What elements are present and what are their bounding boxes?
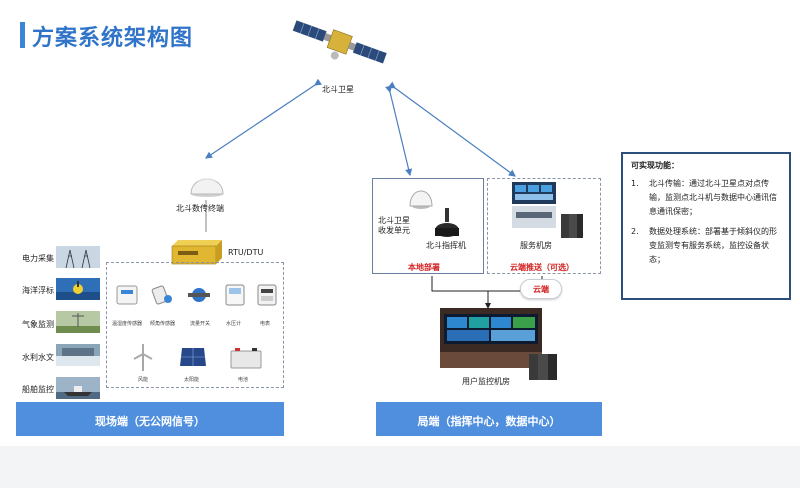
satellite-label: 北斗卫星: [322, 85, 354, 94]
tilt-sensor-icon: [151, 285, 172, 305]
transceiver-label: 北斗卫星 收发单元: [378, 216, 410, 235]
functions-box: 可实现功能： 1. 北斗传输：通过北斗卫星点对点传输，监测点北斗机与数据中心通讯…: [621, 152, 791, 300]
function-item: 2. 数据处理系统：部署基于倾斜仪的形变监测专有服务系统，监控设备状态；: [631, 225, 781, 267]
server-room-label: 服务机房: [520, 241, 552, 250]
rtu-label: RTU/DTU: [228, 248, 264, 257]
functions-title: 可实现功能：: [631, 161, 679, 170]
function-number: 1.: [631, 179, 639, 188]
bottom-band: [0, 446, 800, 488]
field-item-4: 船舶监控: [22, 385, 54, 394]
power-label-0: 风能: [138, 377, 149, 383]
power-label-1: 太阳能: [184, 377, 200, 383]
field-footer-line: [16, 402, 284, 406]
cloud-push-label: 云端推送（可选）: [510, 263, 574, 272]
sensor-label-3: 水压计: [226, 321, 242, 327]
monitoring-room-image: [440, 308, 542, 368]
arrow-sat-server: [388, 81, 516, 177]
battery-icon: [230, 348, 262, 369]
water-pressure-meter-icon: [225, 284, 245, 306]
function-number: 2.: [631, 227, 639, 236]
bureau-footer-line: [376, 402, 602, 406]
field-item-2: 气象监测: [22, 320, 54, 329]
transmitter-dome-icon: [190, 178, 224, 197]
field-item-1: 海洋浮标: [22, 286, 54, 295]
hydrology-image: [56, 344, 100, 366]
server-rack-icon: [561, 214, 583, 238]
local-deployment-label: 本地部署: [408, 263, 440, 272]
page-title: 方案系统架构图: [32, 26, 194, 51]
monitoring-room-label: 用户监控机房: [462, 377, 510, 386]
sensor-label-4: 电表: [260, 321, 271, 327]
function-text: 北斗传输：通过北斗卫星点对点传输，监测点北斗机与数据中心通讯信息通讯保密；: [649, 179, 777, 216]
solar-panel-icon: [180, 348, 206, 366]
wind-turbine-icon: [133, 344, 153, 371]
power-pylon-image: [56, 246, 100, 268]
weather-station-image: [56, 311, 100, 333]
rtu-device-icon: [171, 240, 222, 265]
arrow-sat-transceiver: [385, 85, 413, 177]
flow-switch-icon: [188, 288, 210, 302]
command-label: 北斗指挥机: [426, 241, 466, 250]
local-deployment-box: [372, 178, 484, 274]
transmitter-label: 北斗数传终端: [176, 204, 224, 213]
sensor-label-0: 温湿度传感器: [112, 321, 143, 327]
humidity-sensor-icon: [116, 285, 138, 305]
sensor-label-2: 流量开关: [190, 321, 211, 327]
field-devices-box: [106, 262, 284, 388]
transceiver-antenna-icon: [409, 190, 433, 209]
function-item: 1. 北斗传输：通过北斗卫星点对点传输，监测点北斗机与数据中心通讯信息通讯保密；: [631, 177, 781, 219]
ship-image: [56, 377, 100, 399]
field-footer: 现场端（无公网信号）: [16, 406, 284, 436]
satellite-icon: [292, 20, 387, 64]
cloud-badge: 云端: [520, 279, 562, 299]
command-machine-icon: [435, 208, 459, 237]
cloud-push-box: [487, 178, 601, 274]
function-text: 数据处理系统：部署基于倾斜仪的形变监测专有服务系统，监控设备状态；: [649, 227, 777, 264]
ocean-buoy-image: [56, 278, 100, 300]
field-item-3: 水利水文: [22, 353, 54, 362]
title-accent-bar: [20, 22, 25, 48]
bureau-footer: 局端（指挥中心，数据中心）: [376, 406, 602, 436]
sensor-label-1: 倾角传感器: [150, 321, 176, 327]
power-label-2: 电池: [238, 377, 249, 383]
field-item-0: 电力采集: [22, 254, 54, 263]
electric-meter-icon: [257, 284, 277, 306]
server-room-image: [512, 182, 556, 228]
arrow-sat-field: [205, 78, 322, 159]
monitoring-rack-icon: [529, 354, 557, 380]
